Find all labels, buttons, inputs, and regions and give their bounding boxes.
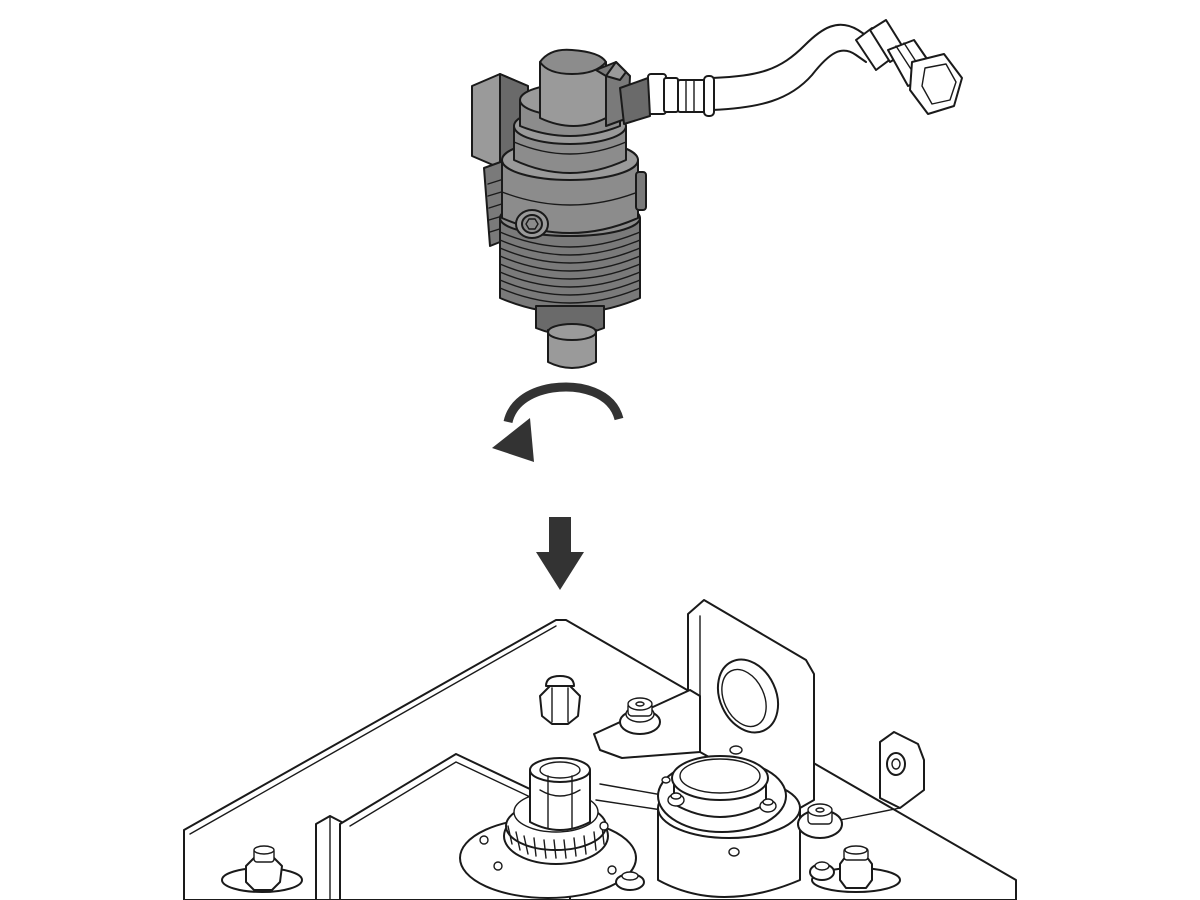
base-plate-assembly [183,599,1017,900]
valve-actuator [471,48,651,369]
motor-drum [657,745,801,898]
hose-assembly [647,19,963,117]
acorn-nut [539,675,581,725]
drum-side-nut [797,803,843,839]
lower-right-bolts [615,845,901,893]
hose-end-fitting [855,19,963,115]
rotation-arrow [492,382,624,462]
right-bracket [839,731,925,821]
gear-housing [459,757,637,899]
insertion-arrow [536,517,584,590]
lower-left-bolt [221,845,303,893]
